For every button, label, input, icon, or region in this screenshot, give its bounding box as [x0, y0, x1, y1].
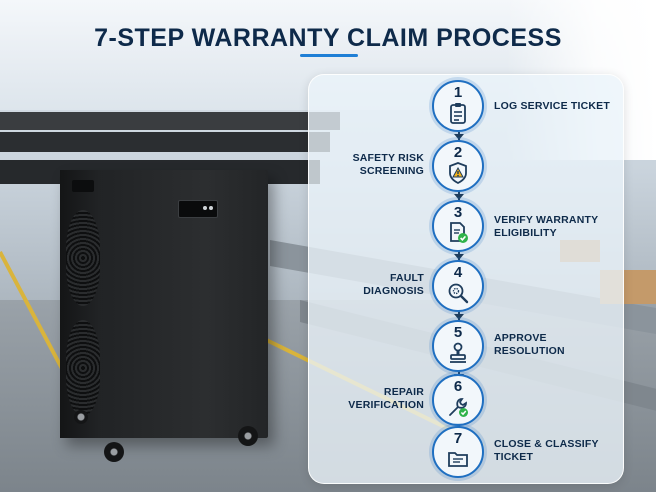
- step-1: 1: [432, 80, 484, 132]
- step-7: 7: [432, 426, 484, 478]
- handle: [72, 180, 94, 192]
- clipboard-icon: [450, 103, 466, 124]
- caster-wheel: [238, 426, 258, 446]
- caster-wheel: [74, 410, 88, 424]
- folder-icon: [448, 452, 468, 467]
- chiller-side-panel: [60, 170, 102, 438]
- step-2: 2: [432, 140, 484, 192]
- arrow-down-icon: [454, 314, 464, 320]
- step-5: 5: [432, 320, 484, 372]
- arrow-down-icon: [454, 254, 464, 260]
- step-1-label: LOG SERVICE TICKET: [494, 100, 611, 112]
- step-4: 4: [432, 260, 484, 312]
- warning-shield-icon: [449, 162, 467, 185]
- step-3: 3: [432, 200, 484, 252]
- step-number: 3: [453, 204, 463, 221]
- step-6: 6: [432, 374, 484, 426]
- caster-wheel: [104, 442, 124, 462]
- step-number: 6: [453, 378, 463, 395]
- step-number: 4: [453, 264, 463, 281]
- title-underline: [300, 54, 358, 57]
- fan-icon: [66, 320, 100, 416]
- wrench-check-icon: [449, 398, 468, 417]
- machine-row: [0, 112, 340, 130]
- step-number: 1: [453, 84, 463, 101]
- machine-row: [0, 132, 330, 152]
- fan-icon: [66, 210, 100, 306]
- stamp-icon: [450, 342, 466, 363]
- arrow-down-icon: [454, 134, 464, 140]
- step-number: 2: [453, 144, 463, 161]
- chiller-unit: [60, 170, 268, 438]
- step-number: 7: [453, 430, 463, 447]
- page-title: 7-STEP WARRANTY CLAIM PROCESS: [94, 24, 562, 52]
- document-check-icon: [450, 222, 468, 243]
- magnifier-gear-icon: [448, 283, 469, 304]
- control-display: [178, 200, 218, 218]
- step-number: 5: [453, 324, 463, 341]
- arrow-down-icon: [454, 194, 464, 200]
